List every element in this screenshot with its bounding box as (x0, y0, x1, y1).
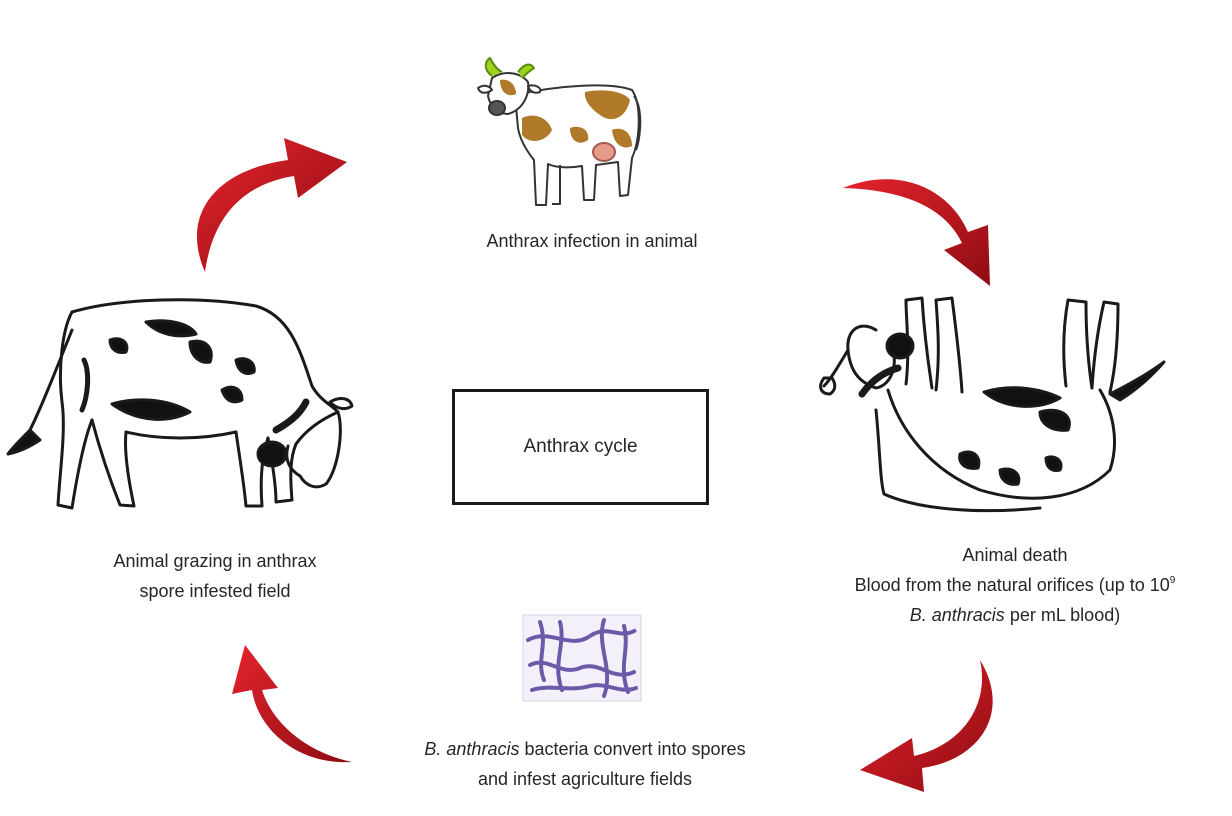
spores-species: B. anthracis (424, 739, 520, 759)
spores-line-1-text: bacteria convert into spores (519, 739, 746, 759)
infection-text: Anthrax infection in animal (486, 231, 698, 251)
dead-cow-illustration (819, 296, 1166, 513)
grazing-line-2: spore infested field (139, 581, 291, 601)
grazing-cow-illustration (6, 298, 354, 510)
label-grazing: Animal grazing in anthrax spore infested… (40, 546, 390, 606)
spores-line-2: and infest agriculture fields (477, 769, 693, 789)
arrow-infection-to-death (843, 179, 990, 286)
spores-line-1: B. anthracis bacteria convert into spore… (370, 734, 800, 764)
cycle-arrows (196, 138, 993, 792)
arrow-grazing-to-infection (196, 138, 347, 272)
arrow-death-to-spores (860, 660, 993, 792)
label-infection: Anthrax infection in animal (420, 226, 764, 256)
arrow-spores-to-grazing (232, 645, 352, 763)
death-line-1: Animal death (962, 545, 1068, 565)
bacteria-micrograph (522, 614, 642, 702)
death-line-2-text: Blood from the natural orifices (up to 1… (854, 575, 1170, 595)
grazing-line-1: Animal grazing in anthrax (113, 551, 317, 571)
infected-cow-illustration (477, 57, 642, 206)
label-spores: B. anthracis bacteria convert into spore… (370, 734, 800, 794)
center-title: Anthrax cycle (523, 436, 638, 457)
center-title-box: Anthrax cycle (452, 389, 709, 505)
death-species: B. anthracis (909, 605, 1005, 625)
death-line-3: B. anthracis per mL blood) (800, 600, 1230, 630)
label-death: Animal death Blood from the natural orif… (800, 540, 1230, 630)
death-line-2: Blood from the natural orifices (up to 1… (800, 570, 1230, 600)
death-exponent: 9 (1169, 575, 1176, 586)
death-line-3-text: per mL blood) (1004, 605, 1121, 625)
